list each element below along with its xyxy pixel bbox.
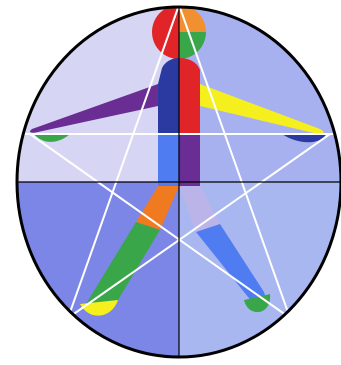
waist-right <box>179 134 200 186</box>
neck-right <box>179 58 200 134</box>
waist-left <box>158 134 179 186</box>
